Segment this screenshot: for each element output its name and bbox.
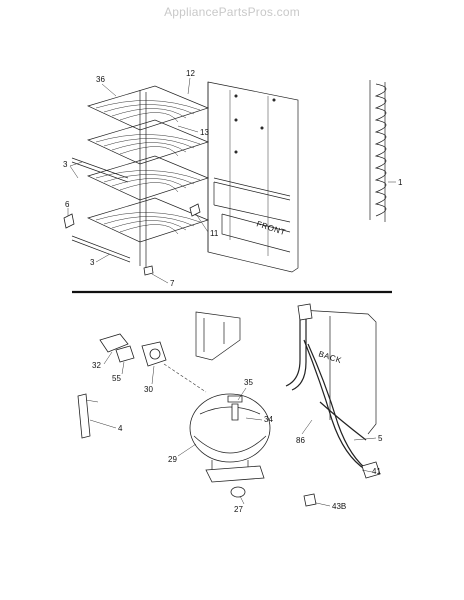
part-label-13: 13 (200, 128, 209, 137)
part-label-36: 36 (96, 75, 105, 84)
part-label-12: 12 (186, 69, 195, 78)
part-label-11: 11 (210, 229, 219, 238)
defrost-timer (303, 493, 317, 507)
part-label-35: 35 (244, 378, 253, 387)
part-label-7: 7 (170, 279, 175, 288)
part-label-1: 1 (398, 178, 403, 187)
condenser-coil (369, 80, 387, 222)
part-label-32: 32 (92, 361, 101, 370)
part-label-30: 30 (144, 385, 153, 394)
relay-overload (99, 333, 207, 393)
part-label-86: 86 (296, 436, 305, 445)
part-label-41: 41 (372, 467, 381, 476)
wire-shelf-stack (63, 85, 210, 276)
part-label-6: 6 (65, 200, 70, 209)
leader-lines-bottom (89, 351, 377, 507)
part-label-3-upper: 3 (63, 160, 68, 169)
part-label-29: 29 (168, 455, 177, 464)
part-label-43b: 43B (332, 502, 346, 511)
part-label-4: 4 (118, 424, 123, 433)
filter-drier (77, 393, 99, 439)
part-label-3-lower: 3 (90, 258, 95, 267)
watermark: AppliancePartsPros.com (164, 5, 300, 19)
tubing-and-wires (285, 303, 381, 479)
front-label: FRONT (255, 219, 286, 237)
compressor (189, 393, 271, 498)
part-label-34: 34 (264, 415, 273, 424)
cabinet-interior (207, 81, 299, 273)
part-label-27: 27 (234, 505, 243, 514)
part-label-55: 55 (112, 374, 121, 383)
leader-lines-top (67, 77, 396, 284)
cabinet-back (195, 309, 377, 435)
part-label-5: 5 (378, 434, 383, 443)
